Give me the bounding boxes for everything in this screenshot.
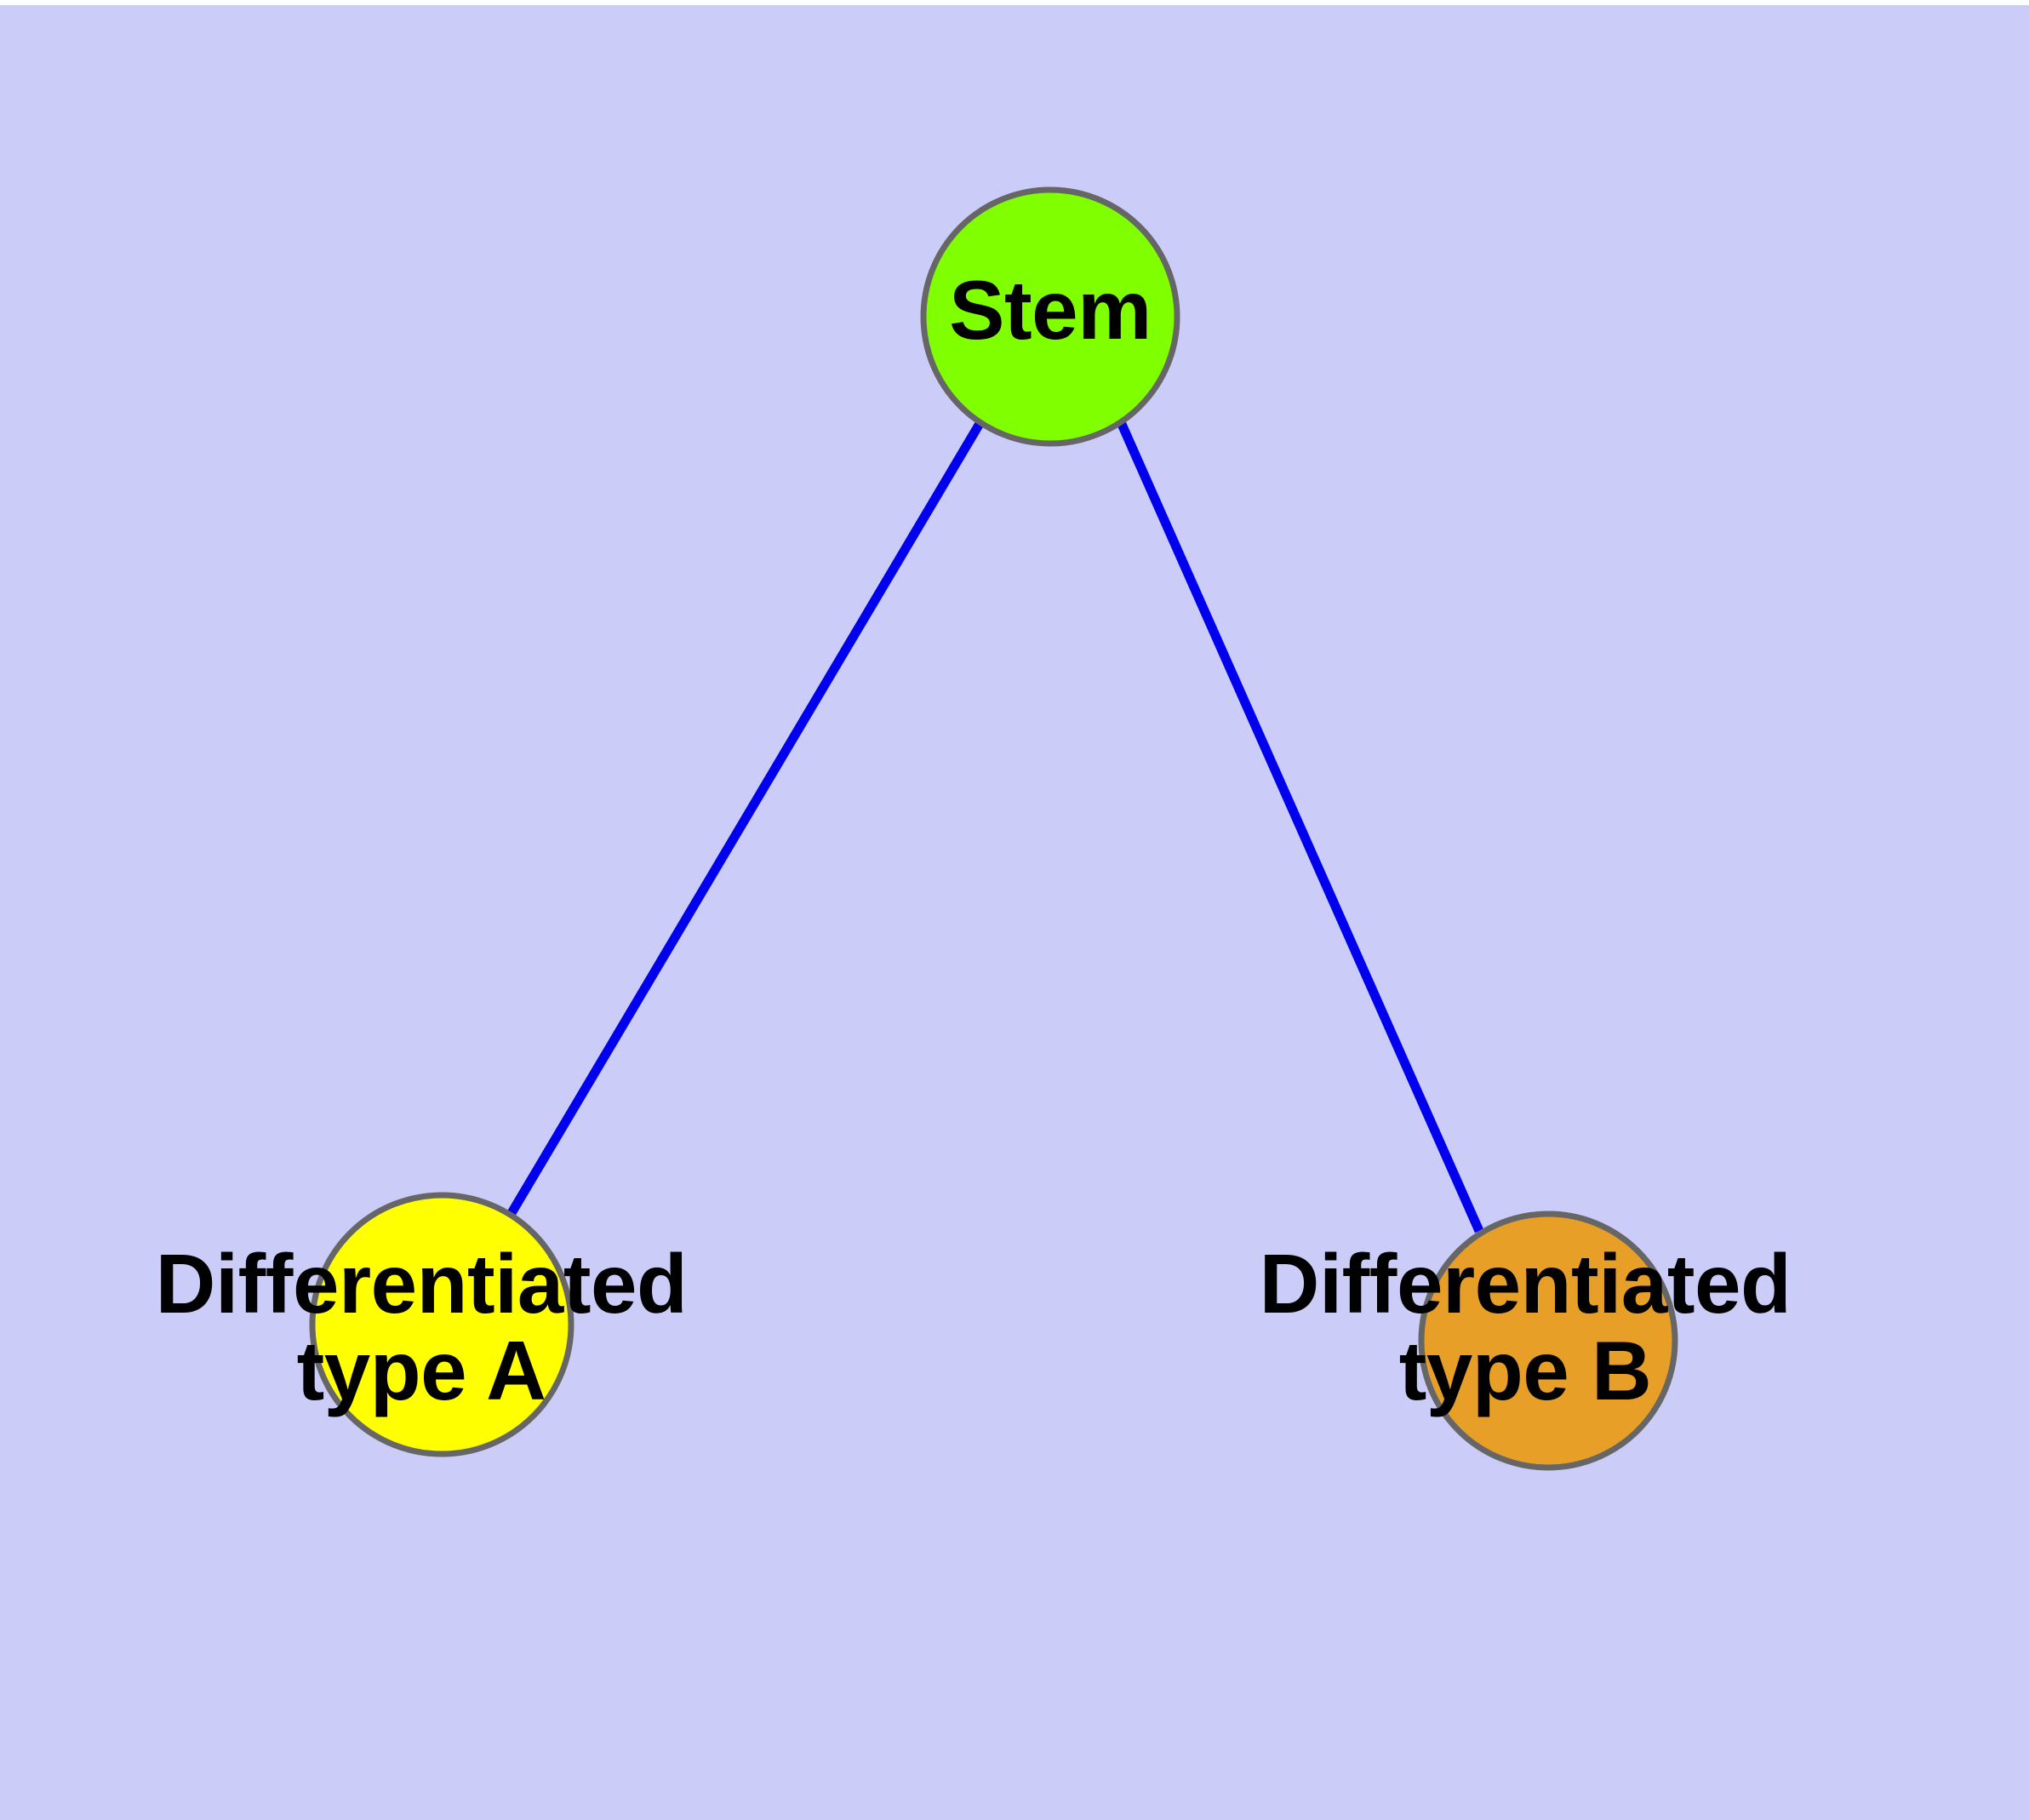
node-differentiated-type-a[interactable]	[309, 1192, 574, 1457]
node-stem[interactable]	[920, 186, 1180, 447]
node-layer	[309, 186, 1678, 1471]
edge-stem-to-differentiated-type-b	[1116, 420, 1484, 1233]
edge-stem-to-differentiated-type-a	[507, 420, 985, 1216]
node-differentiated-type-b[interactable]	[1418, 1210, 1678, 1471]
edge-layer	[507, 420, 1484, 1233]
